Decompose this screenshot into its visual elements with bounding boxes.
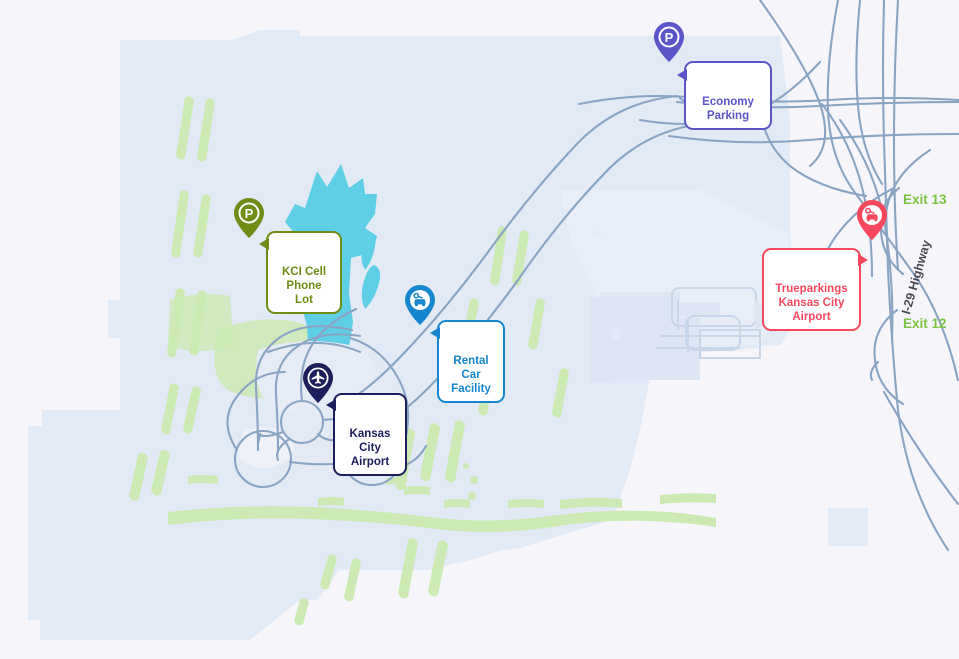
road-terminal-connector-g [348,336,410,452]
water-small-1 [361,232,376,270]
parking-pin-icon[interactable]: P [654,22,684,62]
road-terminal-access-a [351,94,679,400]
road-southeast-2 [869,360,880,382]
road-i29-parallel [892,0,900,272]
callout-kci-cell-phone-lot[interactable]: KCI Cell Phone Lot [259,231,342,315]
property-right-cut [660,200,959,600]
road-terminal-connector-d [276,438,290,462]
callout-trueparkings-kansas-city-airport[interactable]: Trueparkings Kansas City Airport [762,248,868,332]
road-interchange-ne-2 [855,0,884,186]
road-layer [226,0,959,552]
label-exit-13: Exit 13 [903,192,947,207]
callout-rental-car-facility[interactable]: Rental Car Facility [430,320,505,404]
map-dot-2 [593,230,601,238]
rental-car-pin-icon[interactable] [405,285,435,325]
road-interchange-loop-d [820,102,874,278]
callout-label: Kansas City Airport [349,428,391,469]
road-terminal-ring-1 [266,341,362,354]
road-terminal-connector-f [226,370,287,452]
airplane-pin-icon[interactable] [303,363,333,403]
svg-text:P: P [245,206,254,221]
road-arterial-south [667,132,959,144]
ramp-exit12 [873,308,905,406]
road-terminal-connector-a [300,307,358,403]
property-notch-left [0,0,120,640]
callout-label: Trueparkings Kansas City Airport [775,283,848,324]
parking-pin-icon[interactable]: P [234,198,264,238]
callout-label: KCI Cell Phone Lot [281,266,327,307]
water-small-2 [361,265,381,309]
road-terminal-spur-2 [256,432,262,446]
label-exit-12: Exit 12 [903,316,947,331]
callout-kansas-city-airport[interactable]: Kansas City Airport [326,393,407,477]
road-terminal-circle-2 [233,429,293,489]
airport-land [28,30,795,640]
road-southeast [882,390,959,506]
road-interchange-nw [758,0,827,168]
road-west-loop [254,325,354,452]
road-west-loop-b [274,333,362,454]
road-terminal-connector-c [255,430,285,438]
svg-text:P: P [665,30,674,45]
road-terminal-access-b [382,122,702,426]
parking-car-pin-icon[interactable] [857,200,887,240]
map-dot [499,172,513,186]
callout-label: Rental Car Facility [451,355,491,396]
callout-label: Economy Parking [702,96,754,123]
road-i29-south [886,268,950,552]
callout-economy-parking[interactable]: Economy Parking [677,61,772,131]
ramp-exit13-b [884,148,932,216]
